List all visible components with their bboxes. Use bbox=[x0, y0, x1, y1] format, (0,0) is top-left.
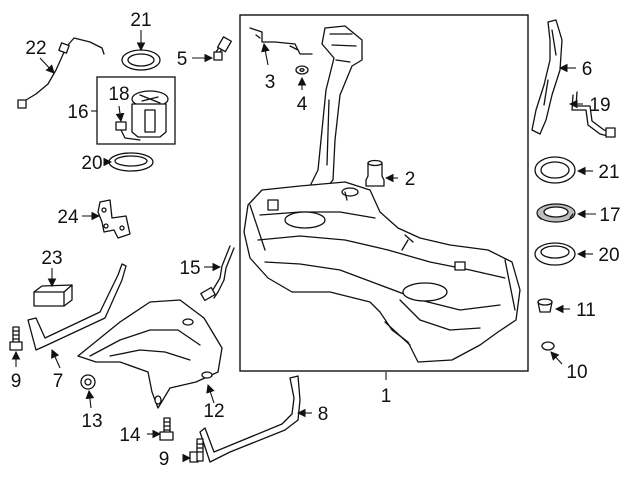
seal-ring-21b bbox=[534, 156, 576, 184]
washer-10 bbox=[541, 341, 555, 351]
nut-13 bbox=[80, 374, 96, 390]
callout-17: 17 bbox=[599, 205, 620, 226]
seal-ring-20a bbox=[108, 152, 154, 172]
filler-pipe bbox=[299, 25, 363, 206]
callout-4: 4 bbox=[297, 94, 308, 115]
tank-assembly-frame bbox=[239, 14, 529, 372]
callout-13: 13 bbox=[81, 411, 102, 432]
callout-6: 6 bbox=[582, 59, 593, 80]
bolt-9a bbox=[9, 326, 23, 351]
bolt-14 bbox=[159, 417, 174, 441]
callout-16: 16 bbox=[67, 102, 88, 123]
fuel-line-15 bbox=[200, 245, 235, 302]
callout-9a: 9 bbox=[11, 371, 22, 392]
callout-9b: 9 bbox=[159, 449, 170, 470]
callout-1: 1 bbox=[381, 386, 392, 407]
seal-ring-20b bbox=[534, 242, 576, 266]
bolt-5 bbox=[213, 36, 232, 61]
callout-8: 8 bbox=[318, 404, 329, 425]
callout-20a: 20 bbox=[81, 153, 102, 174]
callout-2: 2 bbox=[405, 169, 416, 190]
callout-19: 19 bbox=[589, 95, 610, 116]
callout-10: 10 bbox=[566, 362, 587, 383]
fuel-valve bbox=[365, 159, 385, 187]
tank-strap-7 bbox=[27, 263, 127, 351]
callout-12: 12 bbox=[203, 401, 224, 422]
callout-3: 3 bbox=[265, 72, 276, 93]
callout-21a: 21 bbox=[130, 10, 151, 31]
callout-14: 14 bbox=[119, 425, 141, 446]
tank-strap-8 bbox=[199, 375, 301, 463]
callout-11: 11 bbox=[576, 300, 596, 321]
sensor-module-23 bbox=[33, 284, 73, 307]
callout-5: 5 bbox=[177, 49, 188, 70]
bracket-24 bbox=[97, 199, 131, 239]
bolt-9b bbox=[189, 438, 204, 463]
callout-18: 18 bbox=[108, 84, 129, 105]
callout-21b: 21 bbox=[598, 162, 619, 183]
callout-24: 24 bbox=[57, 207, 79, 228]
vent-line-clip bbox=[249, 27, 313, 55]
fuel-pump bbox=[115, 90, 169, 141]
nut-11 bbox=[537, 298, 553, 313]
vent-line-22 bbox=[17, 37, 105, 109]
heat-shield bbox=[77, 299, 223, 409]
fuel-tank bbox=[243, 181, 521, 363]
bracket-6 bbox=[531, 19, 563, 135]
seal-ring-21a bbox=[121, 49, 161, 71]
callout-15: 15 bbox=[179, 258, 200, 279]
callout-23: 23 bbox=[41, 248, 62, 269]
callout-22: 22 bbox=[25, 38, 46, 59]
lock-ring-17 bbox=[536, 203, 576, 223]
callout-20b: 20 bbox=[598, 245, 619, 266]
callout-7: 7 bbox=[53, 371, 64, 392]
